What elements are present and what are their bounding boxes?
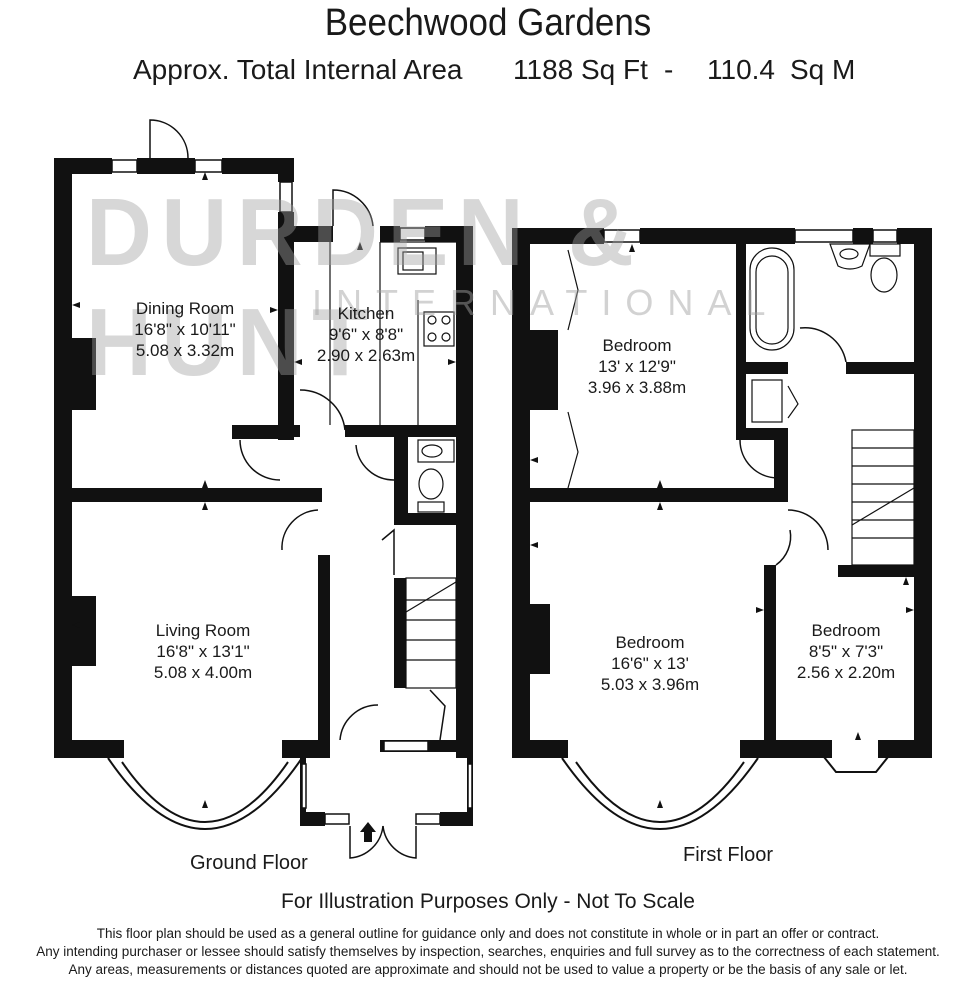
room-name: Bedroom xyxy=(615,633,685,652)
room-bedroom-small: Bedroom 8'5" x 7'3" 2.56 x 2.20m xyxy=(784,620,908,683)
room-kitchen: Kitchen 9'6" x 8'8" 2.90 x 2.63m xyxy=(304,303,428,366)
windows xyxy=(111,159,898,825)
ground-floor-label: Ground Floor xyxy=(190,852,308,874)
first-floor-label: First Floor xyxy=(683,844,773,866)
room-metric: 2.90 x 2.63m xyxy=(316,346,416,365)
room-imperial: 8'5" x 7'3" xyxy=(808,642,884,661)
room-imperial: 16'8" x 13'1" xyxy=(156,642,250,661)
room-metric: 5.08 x 3.32m xyxy=(135,341,235,360)
door-swings xyxy=(149,119,847,859)
stairs xyxy=(405,429,915,689)
page-title: Beechwood Gardens xyxy=(324,2,652,44)
room-metric: 3.96 x 3.88m xyxy=(587,378,687,397)
room-name: Kitchen xyxy=(337,304,395,323)
room-bedroom-front: Bedroom 16'6" x 13' 5.03 x 3.96m xyxy=(588,632,712,695)
room-bedroom-rear: Bedroom 13' x 12'9" 3.96 x 3.88m xyxy=(575,335,699,398)
room-name: Dining Room xyxy=(135,299,235,318)
opening-markers xyxy=(72,172,914,842)
room-imperial: 9'6" x 8'8" xyxy=(328,325,404,344)
fixtures xyxy=(329,241,901,513)
legal-line-2: Any intending purchaser or lessee should… xyxy=(36,944,940,959)
area-sqm: 110.4 xyxy=(707,54,775,85)
area-sqft: 1188 Sq Ft xyxy=(513,54,648,85)
room-name: Bedroom xyxy=(811,621,881,640)
watermark-sub: INTERNATIONAL xyxy=(312,282,780,323)
room-name: Bedroom xyxy=(602,336,672,355)
room-imperial: 16'8" x 10'11" xyxy=(134,320,236,339)
room-imperial: 16'6" x 13' xyxy=(611,654,689,673)
watermark-brand: DURDEN & HUNT xyxy=(86,179,644,396)
area-separator: - xyxy=(664,54,674,85)
bay-windows xyxy=(107,751,893,830)
room-dining: Dining Room 16'8" x 10'11" 5.08 x 3.32m xyxy=(115,298,255,361)
illustration-notice: For Illustration Purposes Only - Not To … xyxy=(281,890,695,913)
legal-line-1: This floor plan should be used as a gene… xyxy=(96,926,880,941)
room-name: Living Room xyxy=(155,621,251,640)
room-metric: 5.08 x 4.00m xyxy=(153,663,253,682)
legal-line-3: Any areas, measurements or distances quo… xyxy=(68,962,908,977)
room-metric: 5.03 x 3.96m xyxy=(600,675,700,694)
room-living: Living Room 16'8" x 13'1" 5.08 x 4.00m xyxy=(130,620,276,683)
room-imperial: 13' x 12'9" xyxy=(598,357,676,376)
area-label: Approx. Total Internal Area xyxy=(133,54,463,85)
room-metric: 2.56 x 2.20m xyxy=(796,663,896,682)
area-sqm-unit: Sq M xyxy=(790,54,856,85)
